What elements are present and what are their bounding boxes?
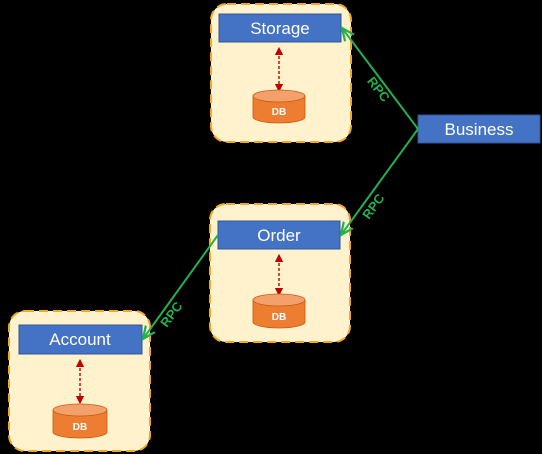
account-service-box[interactable]: Account [18,324,143,355]
storage-db-label: DB [272,107,286,118]
account-db-cylinder[interactable]: DB [52,403,108,439]
business-service-label: Business [445,120,514,139]
storage-db-cylinder[interactable]: DB [252,89,306,124]
rpc-label-business-order: RPC [359,190,388,222]
rpc-line-business-to-storage [342,28,419,130]
order-container: Order DB [209,203,351,343]
account-db-label: DB [73,422,87,433]
order-db-label: DB [272,312,286,323]
rpc-label-business-storage: RPC [364,74,393,105]
order-db-cylinder[interactable]: DB [252,293,306,329]
rpc-line-order-to-account [143,234,219,339]
rpc-line-business-to-order [341,128,419,235]
storage-service-box[interactable]: Storage [218,13,342,43]
storage-service-label: Storage [250,19,310,38]
order-service-label: Order [257,226,301,245]
business-service-box[interactable]: Business [417,114,541,144]
storage-container: Storage DB [210,3,352,143]
account-container: Account DB [8,310,151,452]
rpc-label-order-account: RPC [157,298,186,330]
account-service-label: Account [49,330,111,349]
order-service-box[interactable]: Order [217,220,341,250]
